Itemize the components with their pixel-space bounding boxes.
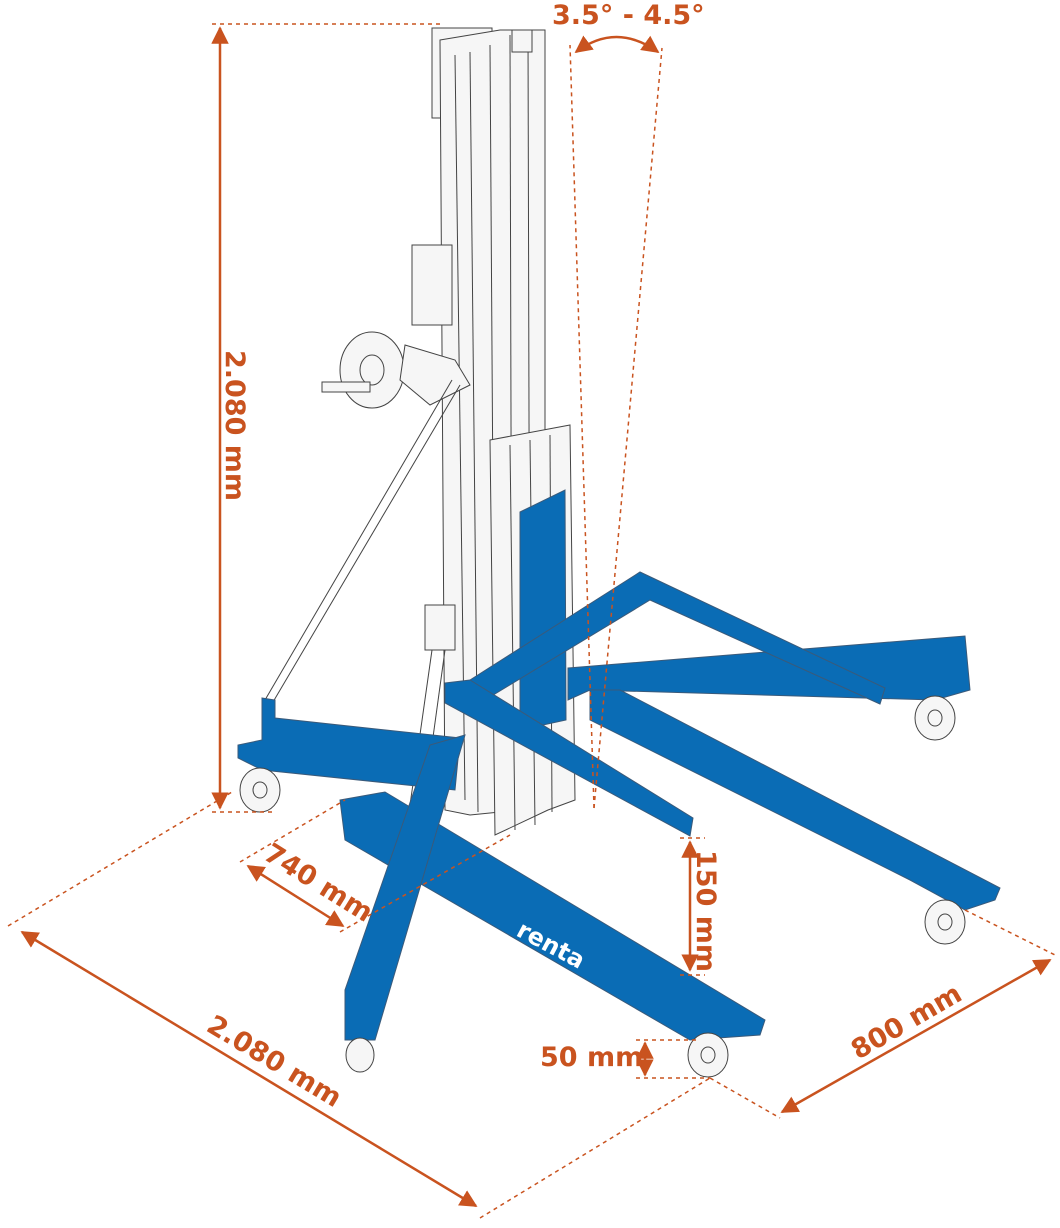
base-frame: [237, 489, 1001, 1041]
height-label: 2.080 mm: [219, 350, 250, 501]
winch: [264, 244, 471, 811]
front-leg: [339, 791, 766, 1041]
fork-height-label: 150 mm: [690, 850, 721, 972]
ground-clearance-label: 50 mm: [540, 1042, 643, 1073]
dimension-lines: [7, 23, 1056, 1219]
length-label: 2.080 mm: [201, 1009, 346, 1113]
tilt-angle-label: 3.5° - 4.5°: [552, 0, 705, 31]
width-label: 800 mm: [846, 978, 967, 1066]
back-left-leg: [237, 697, 461, 791]
carriage-plate: [519, 489, 567, 731]
fork-frame: [444, 679, 694, 837]
right-front-leg: [589, 689, 1001, 911]
